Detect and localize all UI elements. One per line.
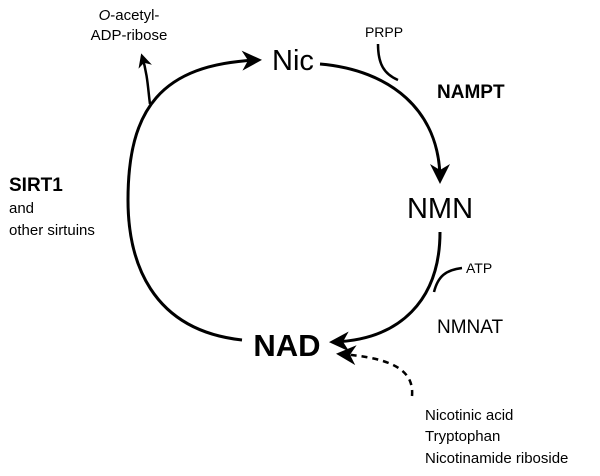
atp-input-curve	[432, 266, 463, 293]
byproduct-o-italic: O	[99, 7, 111, 24]
precursor-nicotinamide-riboside: Nicotinamide riboside	[425, 450, 568, 467]
byproduct-o-acetyl: O-acetyl-	[99, 7, 160, 24]
acetyl-adpr-branch	[138, 53, 152, 105]
byproduct-acetyl-rest: -acetyl-	[110, 7, 159, 24]
enzyme-nampt: NAMPT	[437, 82, 505, 103]
cofactor-prpp: PRPP	[365, 24, 403, 40]
arrow-nad-to-nic	[126, 50, 262, 342]
enzyme-nmnat: NMNAT	[437, 317, 504, 338]
node-nmn: NMN	[407, 193, 473, 225]
enzyme-sirt1: SIRT1	[9, 175, 63, 196]
precursor-nicotinic-acid: Nicotinic acid	[425, 407, 513, 424]
node-nic: Nic	[272, 45, 314, 77]
byproduct-adp-ribose: ADP-ribose	[91, 27, 168, 44]
prpp-input-curve	[376, 43, 399, 82]
sirt-label-other-sirtuins: other sirtuins	[9, 222, 95, 239]
arrow-nic-to-nmn	[319, 62, 450, 184]
precursor-dashed-arrow	[336, 345, 414, 397]
node-nad: NAD	[253, 328, 320, 363]
cofactor-atp: ATP	[466, 260, 492, 276]
precursor-tryptophan: Tryptophan	[425, 428, 500, 445]
sirt-label-and: and	[9, 200, 34, 217]
arrow-nmn-to-nad	[329, 231, 442, 352]
